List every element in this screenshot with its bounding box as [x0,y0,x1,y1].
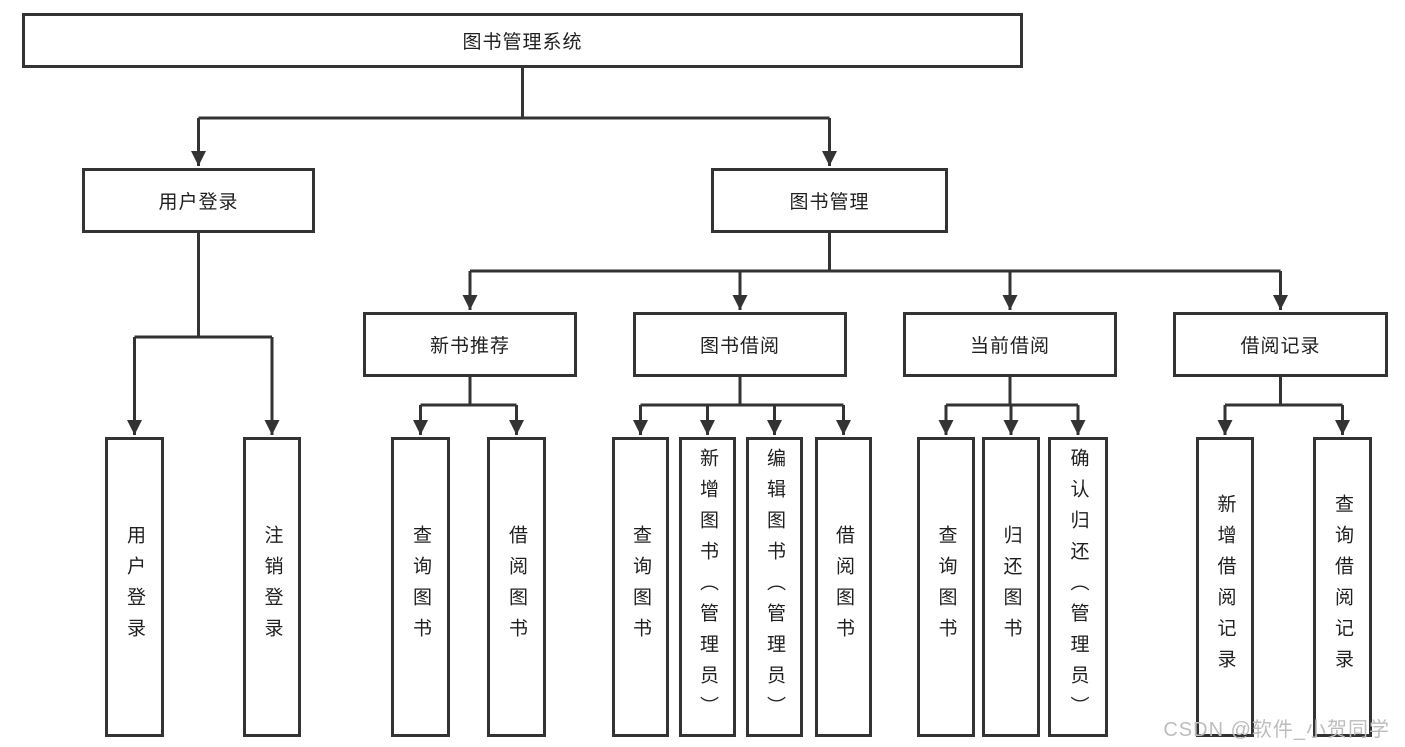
leaf-query-borrow-record: 查询借阅记录 [1313,437,1372,737]
leaf-add-book-label: 新增图书（管理员） [697,447,718,727]
leaf-edit-book-label: 编辑图书（管理员） [764,447,785,727]
leaf-query-book-1: 查询图书 [391,437,450,737]
leaf-return-book-label: 归还图书 [1000,525,1022,649]
leaf-add-book: 新增图书（管理员） [679,437,736,737]
leaf-borrow-book-1: 借阅图书 [487,437,546,737]
leaf-confirm-return-label: 确认归还（管理员） [1067,447,1089,727]
leaf-query-book-3: 查询图书 [917,437,975,737]
connector-trunks [134,68,1343,407]
node-current-borrow: 当前借阅 [903,312,1117,377]
node-user-login: 用户登录 [82,168,315,233]
leaf-query-book-2-label: 查询图书 [630,525,651,649]
leaf-query-book-2: 查询图书 [612,437,669,737]
leaf-query-book-1-label: 查询图书 [410,525,431,649]
leaf-user-login: 用户登录 [105,437,164,737]
node-book-management-label: 图书管理 [789,192,870,213]
node-new-book-recommend: 新书推荐 [363,312,577,377]
node-book-management: 图书管理 [711,168,948,233]
leaf-edit-book: 编辑图书（管理员） [746,437,803,737]
node-root-label: 图书管理系统 [462,32,583,53]
node-borrow-records: 借阅记录 [1173,312,1388,377]
watermark-text: CSDN @软件_小贺同学 [1163,719,1390,741]
node-book-borrow-label: 图书借阅 [699,336,780,357]
leaf-return-book: 归还图书 [982,437,1040,737]
node-current-borrow-label: 当前借阅 [969,336,1050,357]
node-book-borrow: 图书借阅 [633,312,847,377]
leaf-add-borrow-record: 新增借阅记录 [1196,437,1254,737]
leaf-user-login-label: 用户登录 [124,525,145,649]
node-new-book-recommend-label: 新书推荐 [429,336,510,357]
leaf-borrow-book-2-label: 借阅图书 [833,525,854,649]
leaf-borrow-book-2: 借阅图书 [815,437,872,737]
node-root: 图书管理系统 [22,13,1023,68]
leaf-borrow-book-1-label: 借阅图书 [506,525,527,649]
leaf-logout: 注销登录 [243,437,301,737]
leaf-add-borrow-record-label: 新增借阅记录 [1214,494,1236,680]
leaf-logout-label: 注销登录 [261,525,283,649]
node-borrow-records-label: 借阅记录 [1240,336,1321,357]
leaf-query-book-3-label: 查询图书 [935,525,957,649]
node-user-login-label: 用户登录 [158,192,239,213]
leaf-query-borrow-record-label: 查询借阅记录 [1332,494,1353,680]
leaf-confirm-return: 确认归还（管理员） [1048,437,1108,737]
